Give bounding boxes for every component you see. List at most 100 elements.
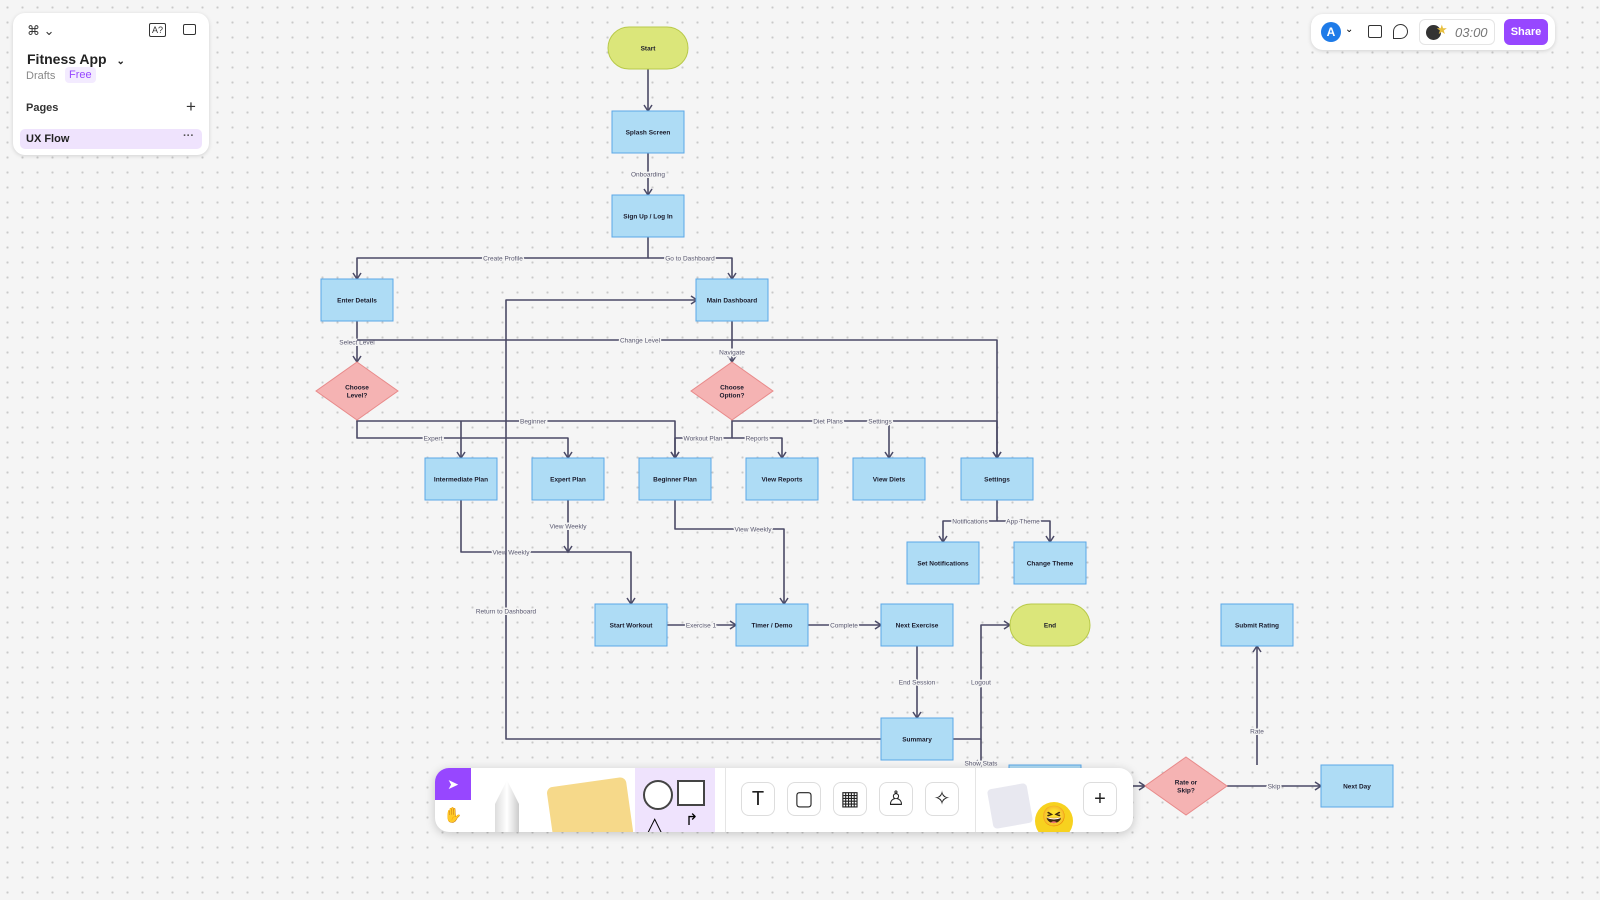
- node-splash[interactable]: Splash Screen: [611, 110, 685, 154]
- node-label: Enter Details: [337, 298, 377, 305]
- node-intermediate[interactable]: Intermediate Plan: [424, 457, 498, 501]
- move-tool-icon[interactable]: ➤: [435, 768, 471, 800]
- node-label: Skip?: [1177, 788, 1195, 795]
- pen-tool-icon[interactable]: [495, 780, 519, 832]
- file-name[interactable]: Fitness App ⌄: [27, 51, 125, 67]
- node-expert[interactable]: Expert Plan: [531, 457, 605, 501]
- node-diets[interactable]: View Diets: [852, 457, 926, 501]
- pages-heading: Pages: [26, 102, 59, 114]
- sidebar-toggle-icon[interactable]: [183, 24, 196, 35]
- bottom-toolbar: ➤ ✋ △ ↱ T ▢ ▦ ♙ ✧ 😆 +: [435, 768, 1133, 832]
- node-nextDay[interactable]: Next Day: [1320, 764, 1394, 808]
- widgets-icon[interactable]: [986, 782, 1034, 830]
- connector-settings-theme[interactable]: App Theme: [997, 517, 1055, 544]
- node-settings[interactable]: Settings: [960, 457, 1034, 501]
- connector-chooseLevel-expert[interactable]: Expert: [356, 421, 573, 460]
- node-label: View Reports: [761, 477, 802, 484]
- connector-expert-startWorkout[interactable]: View Weekly: [548, 500, 589, 554]
- connector-splash-signup[interactable]: Onboarding: [630, 153, 667, 197]
- table-tool-icon[interactable]: ▦: [833, 782, 867, 816]
- divider: [975, 768, 976, 832]
- connector-summary-end[interactable]: Logout: [953, 620, 1012, 740]
- connector-rate-nextDay[interactable]: Skip: [1227, 781, 1323, 792]
- connector-startWorkout-timer[interactable]: Exercise 1: [667, 620, 738, 631]
- node-next[interactable]: Next Exercise: [880, 603, 954, 647]
- node-label: Start: [641, 46, 657, 53]
- connector-summary-main[interactable]: Return to Dashboard: [474, 295, 881, 740]
- timer-value: 03:00: [1455, 25, 1488, 40]
- location[interactable]: Drafts: [26, 70, 56, 82]
- connector-settings-notif[interactable]: Notifications: [938, 500, 998, 544]
- share-button[interactable]: Share: [1504, 19, 1548, 45]
- add-page-icon[interactable]: +: [186, 97, 196, 116]
- node-end[interactable]: End: [1009, 603, 1091, 647]
- avatar[interactable]: A: [1321, 22, 1341, 42]
- node-main[interactable]: Main Dashboard: [695, 278, 769, 322]
- chevron-down-icon[interactable]: ⌄: [1345, 24, 1354, 35]
- layout-icon[interactable]: [1368, 25, 1382, 38]
- connector-next-summary[interactable]: End Session: [897, 646, 937, 720]
- connector-beginner-timer[interactable]: View Weekly: [674, 500, 789, 606]
- text-tool-icon[interactable]: T: [741, 782, 775, 816]
- connector-signup-main[interactable]: Go to Dashboard: [648, 254, 737, 281]
- connector-main-chooseOption[interactable]: Navigate: [718, 321, 747, 364]
- arrow-icon: ↱: [685, 812, 699, 829]
- emoji-icon[interactable]: 😆: [1035, 802, 1073, 832]
- connector-label: Logout: [971, 680, 991, 687]
- chevron-down-icon[interactable]: ⌄: [116, 56, 125, 67]
- connector-enter-chooseLevel[interactable]: Select Level: [338, 321, 377, 364]
- more-tools-icon[interactable]: +: [1083, 782, 1117, 816]
- connector-label: Change Level: [620, 338, 661, 345]
- hand-tool-icon[interactable]: ✋: [443, 807, 463, 824]
- node-label: Intermediate Plan: [434, 477, 488, 484]
- node-label: Sign Up / Log In: [623, 214, 672, 221]
- page-item-ux-flow[interactable]: UX Flow···: [20, 129, 202, 149]
- node-notif[interactable]: Set Notifications: [906, 541, 980, 585]
- more-icon[interactable]: ···: [183, 130, 194, 142]
- shapes-tool[interactable]: △ ↱: [635, 768, 715, 832]
- node-startWorkout[interactable]: Start Workout: [594, 603, 668, 647]
- timer-button[interactable]: ★ 03:00: [1419, 19, 1495, 45]
- node-label: Main Dashboard: [707, 298, 758, 305]
- node-summary[interactable]: Summary: [880, 717, 954, 761]
- connector-main-settings[interactable]: Change Level: [357, 336, 1002, 460]
- connector-label: Workout Plan: [684, 436, 723, 443]
- node-theme[interactable]: Change Theme: [1013, 541, 1087, 585]
- connector-chooseOption-beginner[interactable]: Workout Plan: [670, 420, 733, 460]
- connector-label: View Weekly: [550, 524, 588, 531]
- connector-chooseOption-settings[interactable]: Settings: [867, 417, 1002, 460]
- node-label: View Diets: [873, 477, 906, 484]
- node-enter[interactable]: Enter Details: [320, 278, 394, 322]
- square-icon: [677, 780, 705, 806]
- node-submitRating[interactable]: Submit Rating: [1220, 603, 1294, 647]
- connector-label: Rate: [1250, 729, 1264, 736]
- connector-signup-enter[interactable]: Create Profile: [352, 237, 649, 281]
- node-label: Option?: [720, 393, 745, 400]
- stamp-tool-icon[interactable]: ♙: [879, 782, 913, 816]
- ai-sparkle-icon[interactable]: ✧: [925, 782, 959, 816]
- connector-label: App Theme: [1006, 519, 1040, 526]
- circle-icon: [643, 780, 673, 810]
- node-signup[interactable]: Sign Up / Log In: [611, 194, 685, 238]
- connector-summary-stats[interactable]: Show Stats: [963, 739, 1000, 769]
- node-start[interactable]: Start: [607, 26, 689, 70]
- sticky-note-icon[interactable]: [546, 776, 634, 832]
- connector-timer-next[interactable]: Complete: [808, 620, 883, 631]
- figma-menu-icon[interactable]: ⌘ ⌄: [27, 23, 55, 38]
- node-beginner[interactable]: Beginner Plan: [638, 457, 712, 501]
- node-label: Set Notifications: [917, 561, 969, 568]
- plan-badge[interactable]: Free: [65, 67, 96, 83]
- accessibility-icon[interactable]: A?: [149, 23, 167, 37]
- node-timer[interactable]: Timer / Demo: [735, 603, 809, 647]
- node-reports[interactable]: View Reports: [745, 457, 819, 501]
- node-label: Change Theme: [1027, 561, 1074, 568]
- section-tool-icon[interactable]: ▢: [787, 782, 821, 816]
- connector-rate-submitRating[interactable]: Rate: [1249, 644, 1266, 765]
- comment-icon[interactable]: [1393, 24, 1408, 39]
- connector-intermediate-startWorkout[interactable]: View Weekly: [460, 500, 636, 606]
- connector-chooseOption-reports[interactable]: Reports: [732, 434, 787, 460]
